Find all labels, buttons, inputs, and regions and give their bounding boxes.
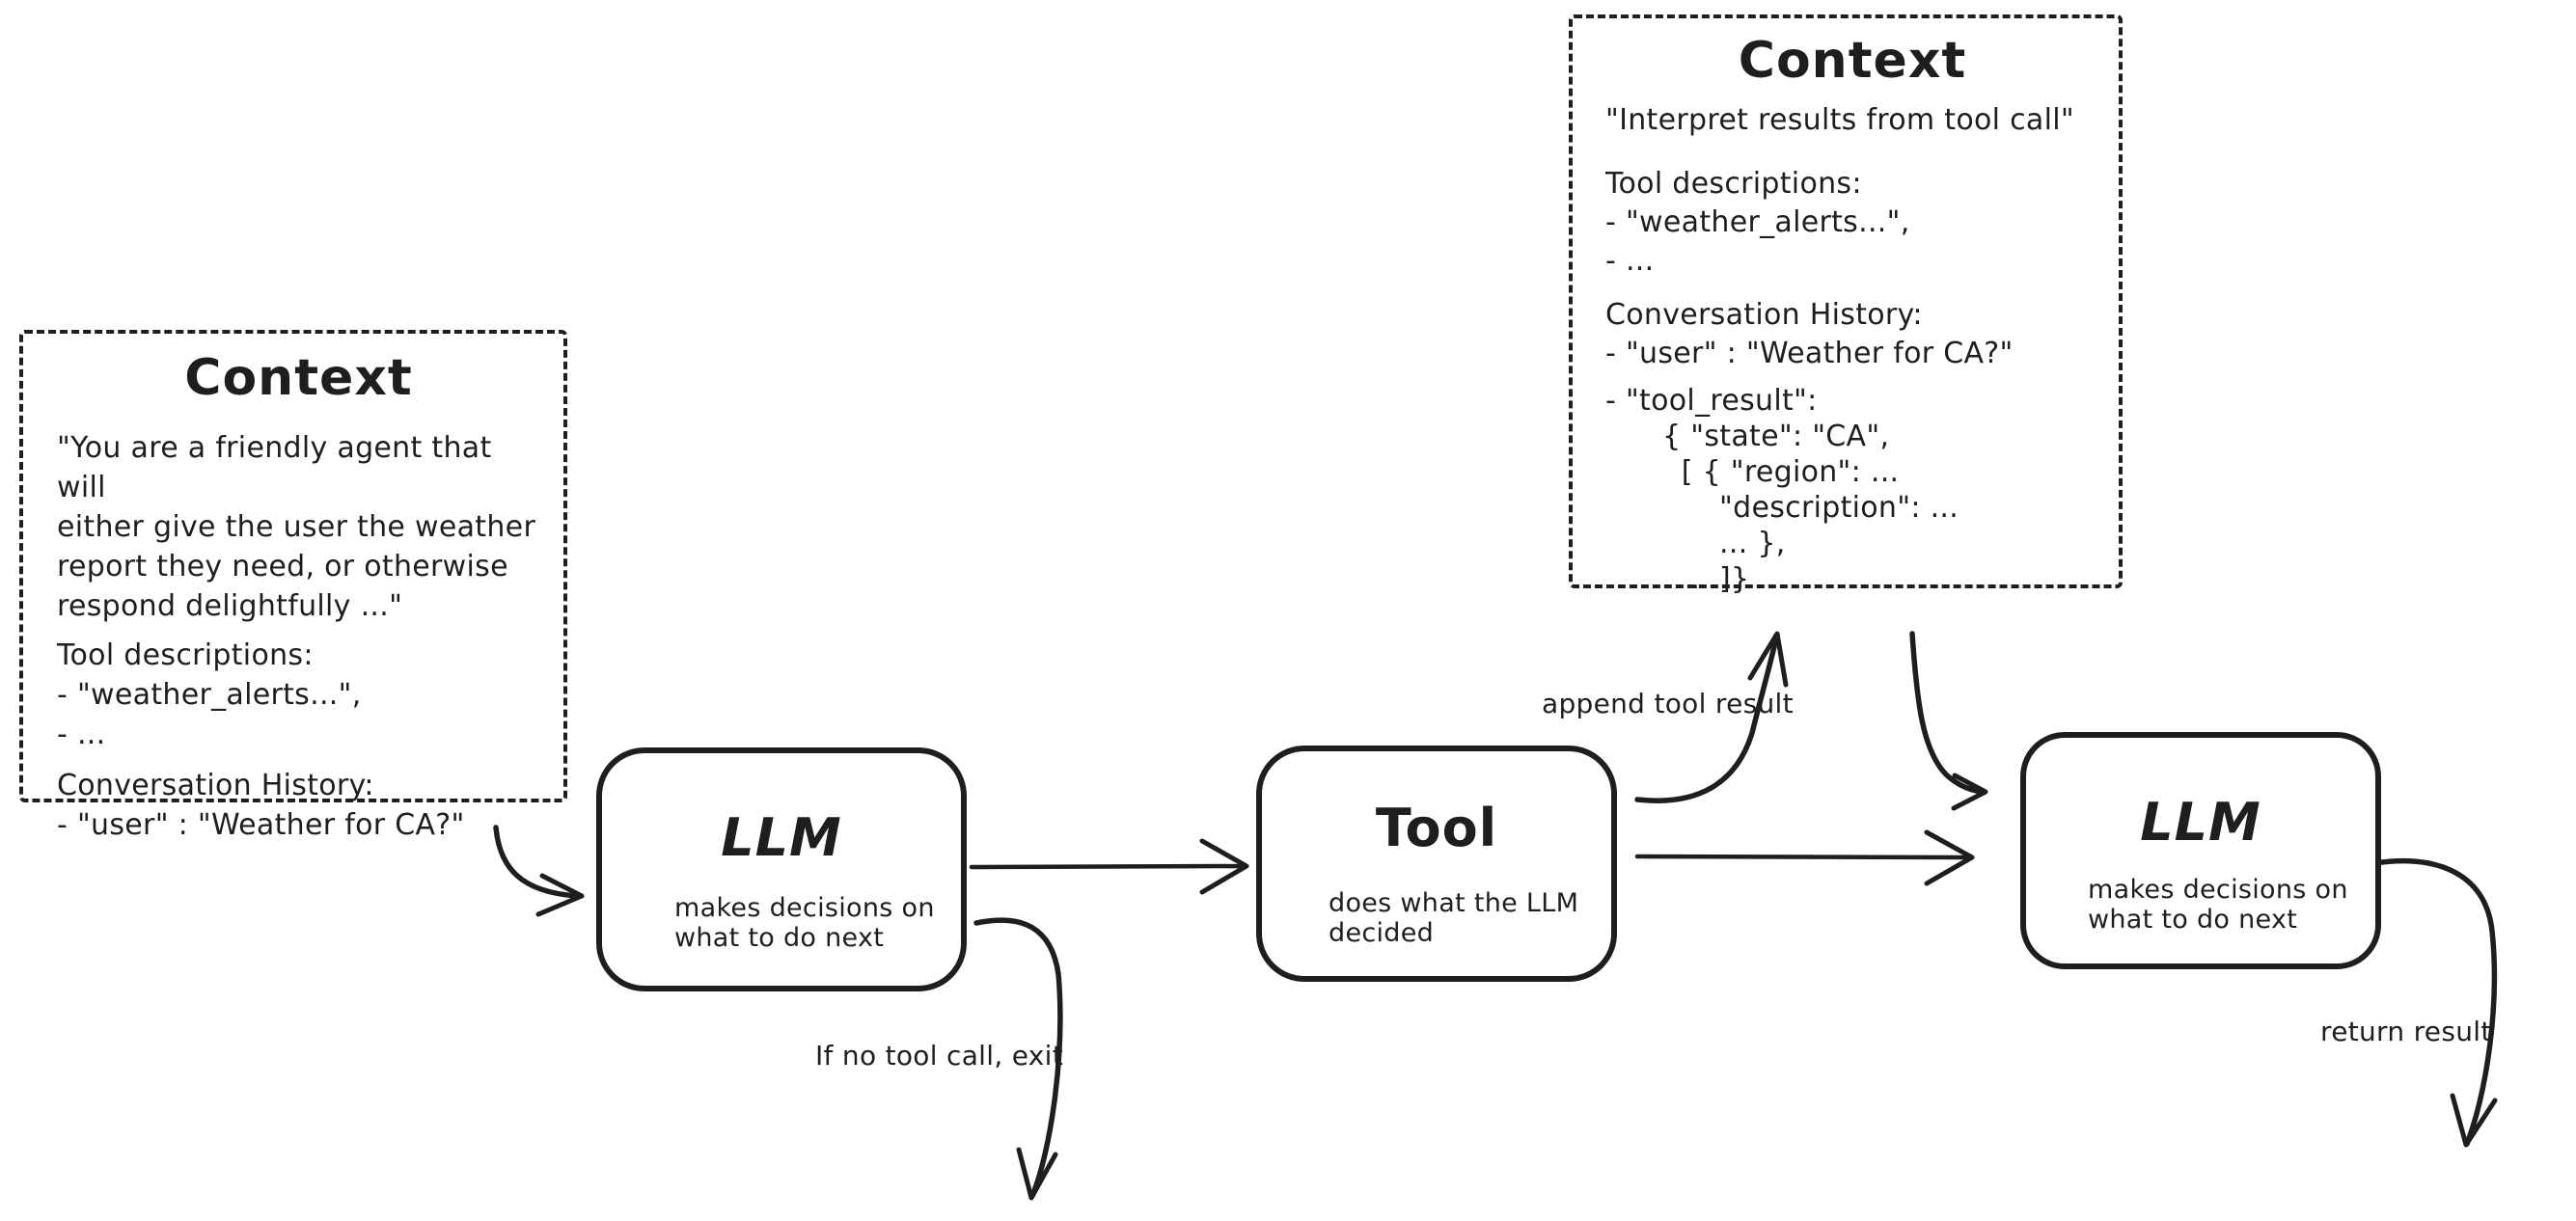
return-result-label: return result (2320, 1016, 2492, 1047)
arrowhead-llm1-exit (1016, 1147, 1058, 1201)
context-right-tool-result: - "tool_result": { "state": "CA", [ { "r… (1605, 384, 1959, 596)
context-right-conversation-history: Conversation History: - "user" : "Weathe… (1605, 298, 2014, 370)
context-left-system-prompt: "You are a friendly agent that will eith… (57, 431, 536, 623)
arrow-context-right-to-llm2 (1909, 631, 1986, 795)
node-llm-1-title: LLM (721, 807, 842, 868)
arrowhead-llm1-to-tool (1199, 838, 1249, 895)
context-box-right: Context "Interpret results from tool cal… (1569, 14, 2123, 596)
arrowhead-context-right-to-llm2 (1951, 773, 1988, 811)
arrow-tool-to-llm2 (1634, 854, 1971, 860)
context-left-conversation-history: Conversation History: - "user" : "Weathe… (57, 769, 465, 842)
node-llm-2-title: LLM (2140, 792, 2261, 853)
arrow-llm1-to-tool (969, 863, 1246, 870)
context-left-title: Context (184, 349, 413, 407)
arrowhead-tool-to-context-right (1747, 631, 1789, 688)
arrowhead-context-left-to-llm1 (535, 873, 585, 917)
node-tool-subtitle: does what the LLM decided (1329, 888, 1579, 948)
arrowhead-tool-to-llm2 (1924, 829, 1975, 886)
node-tool: Tool does what the LLM decided (1256, 746, 1617, 982)
context-box-left: Context "You are a friendly agent that w… (19, 330, 567, 842)
append-tool-result-label: append tool result (1542, 688, 1794, 719)
node-llm-1-subtitle: makes decisions on what to do next (674, 893, 935, 953)
context-right-instruction: "Interpret results from tool call" (1605, 103, 2074, 137)
arrowhead-llm2-return (2450, 1093, 2498, 1148)
node-llm-2-subtitle: makes decisions on what to do next (2088, 875, 2348, 935)
node-llm-1: LLM makes decisions on what to do next (596, 747, 967, 991)
arrow-llm2-return (2372, 857, 2498, 1147)
context-right-title: Context (1738, 32, 1967, 90)
context-left-tool-descriptions: Tool descriptions: - "weather_alerts..."… (57, 638, 362, 751)
node-llm-2: LLM makes decisions on what to do next (2020, 732, 2381, 969)
exit-condition-label: If no tool call, exit (815, 1040, 1063, 1072)
node-tool-title: Tool (1375, 798, 1498, 858)
context-right-tool-descriptions: Tool descriptions: - "weather_alerts..."… (1605, 167, 1910, 278)
